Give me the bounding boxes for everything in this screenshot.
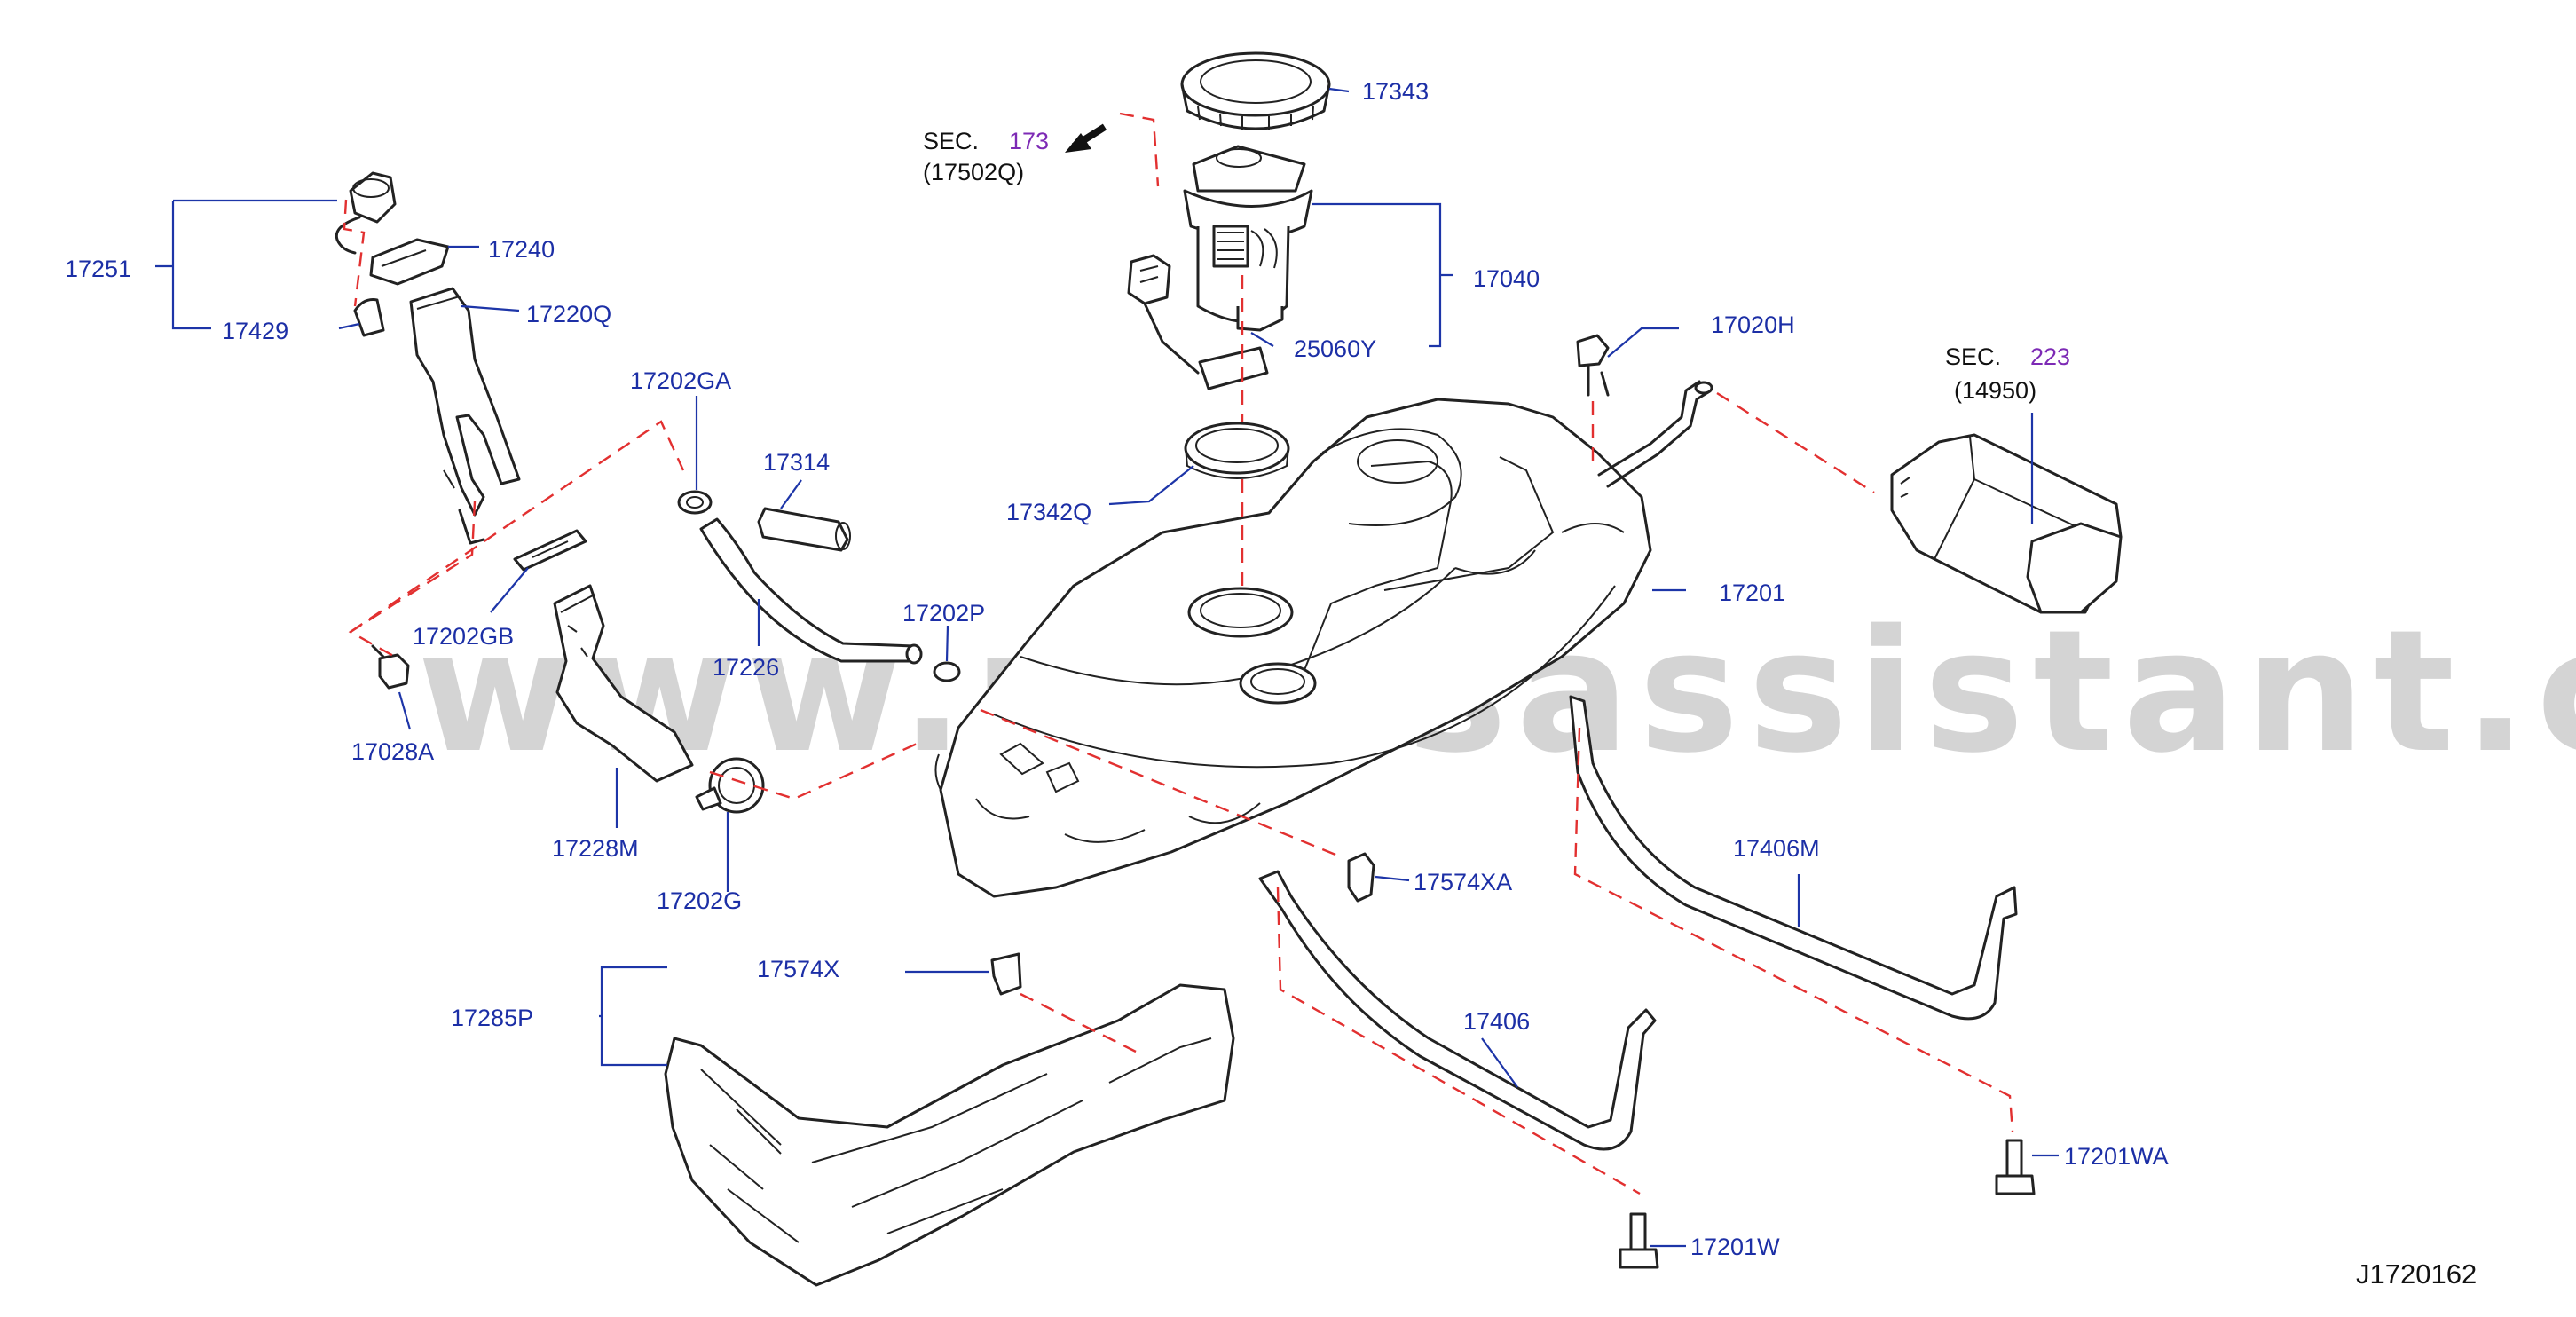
filler-seal-17240[interactable] [369, 238, 450, 286]
callout-17202GA[interactable]: 17202GA [630, 367, 731, 394]
callout-17201[interactable]: 17201 [1719, 580, 1785, 606]
dashed-guides [343, 112, 2014, 1195]
sec-223-part-ref: (14950) [1954, 377, 2036, 404]
sec-223-number[interactable]: 223 [2030, 343, 2070, 370]
evap-canister-14950[interactable] [1890, 433, 2123, 614]
callout-17406[interactable]: 17406 [1463, 1008, 1530, 1035]
callout-17202G[interactable]: 17202G [657, 887, 742, 914]
sec-173-prefix: SEC. [923, 128, 979, 154]
callout-17226[interactable]: 17226 [713, 654, 779, 681]
callout-17028A[interactable]: 17028A [351, 738, 434, 765]
bolt-17201W[interactable] [1619, 1212, 1659, 1269]
lock-ring-17343[interactable] [1180, 51, 1331, 130]
tube-17314[interactable] [757, 507, 851, 552]
fuel-tank-17201[interactable] [934, 398, 1652, 898]
section-223-ref[interactable]: SEC. 223 (14950) [1945, 343, 2070, 404]
callout-17040[interactable]: 17040 [1473, 265, 1540, 292]
tank-strap-17406[interactable] [1258, 870, 1657, 1151]
callout-17240[interactable]: 17240 [488, 236, 555, 263]
callout-17314[interactable]: 17314 [763, 449, 830, 476]
callout-17343[interactable]: 17343 [1362, 78, 1429, 105]
callout-17201WA[interactable]: 17201WA [2064, 1143, 2169, 1170]
vent-tube-17020H[interactable] [1576, 334, 1713, 488]
tank-strap-17406M[interactable] [1569, 695, 2018, 1021]
fuel-level-sender-25060Y[interactable] [1127, 254, 1269, 390]
filler-cap-17251[interactable] [335, 171, 397, 255]
leader-lines [155, 87, 2059, 1248]
callout-17201W[interactable]: 17201W [1690, 1234, 1780, 1260]
hose-clamp-17202GA[interactable] [677, 490, 713, 515]
callout-17574XA[interactable]: 17574XA [1414, 869, 1512, 895]
sec-173-number[interactable]: 173 [1009, 128, 1049, 154]
callout-17228M[interactable]: 17228M [552, 835, 639, 862]
callout-17202GB[interactable]: 17202GB [413, 623, 514, 650]
heat-shield-17285P[interactable] [664, 983, 1235, 1287]
clip-17202GB[interactable] [513, 529, 587, 572]
filler-tube-17220Q[interactable] [409, 287, 521, 545]
diagram-code: J1720162 [2356, 1258, 2477, 1289]
callout-17285P[interactable]: 17285P [451, 1005, 533, 1031]
callout-25060Y[interactable]: 25060Y [1294, 335, 1376, 362]
callout-17429[interactable]: 17429 [222, 318, 288, 344]
callout-17574X[interactable]: 17574X [757, 956, 839, 982]
callout-17251[interactable]: 17251 [65, 256, 131, 282]
callout-17406M[interactable]: 17406M [1733, 835, 1820, 862]
callout-17342Q[interactable]: 17342Q [1006, 499, 1091, 525]
hose-clamp-17202P[interactable] [933, 661, 961, 682]
section-173-ref[interactable]: SEC. 173 (17502Q) [923, 128, 1049, 185]
hose-clamp-17202G[interactable] [695, 757, 765, 814]
tether-clip-17429[interactable] [353, 298, 385, 337]
bolt-17201WA[interactable] [1995, 1139, 2036, 1195]
vent-hose-17226[interactable] [699, 517, 923, 665]
sec-223-prefix: SEC. [1945, 343, 2001, 370]
fuel-pump-module-17040[interactable] [1183, 145, 1313, 332]
callout-17020H[interactable]: 17020H [1711, 312, 1795, 338]
sec-173-part-ref: (17502Q) [923, 159, 1024, 185]
clip-17574X[interactable] [990, 952, 1022, 996]
arrow-to-sec-173-icon [1065, 123, 1107, 153]
callout-17220Q[interactable]: 17220Q [526, 301, 611, 327]
filler-hose-17228M[interactable] [553, 584, 694, 783]
pump-seal-17342Q[interactable] [1184, 422, 1290, 479]
callout-17202P[interactable]: 17202P [902, 600, 985, 627]
bolt-17028A[interactable] [371, 644, 410, 690]
clip-17574XA[interactable] [1347, 852, 1375, 903]
